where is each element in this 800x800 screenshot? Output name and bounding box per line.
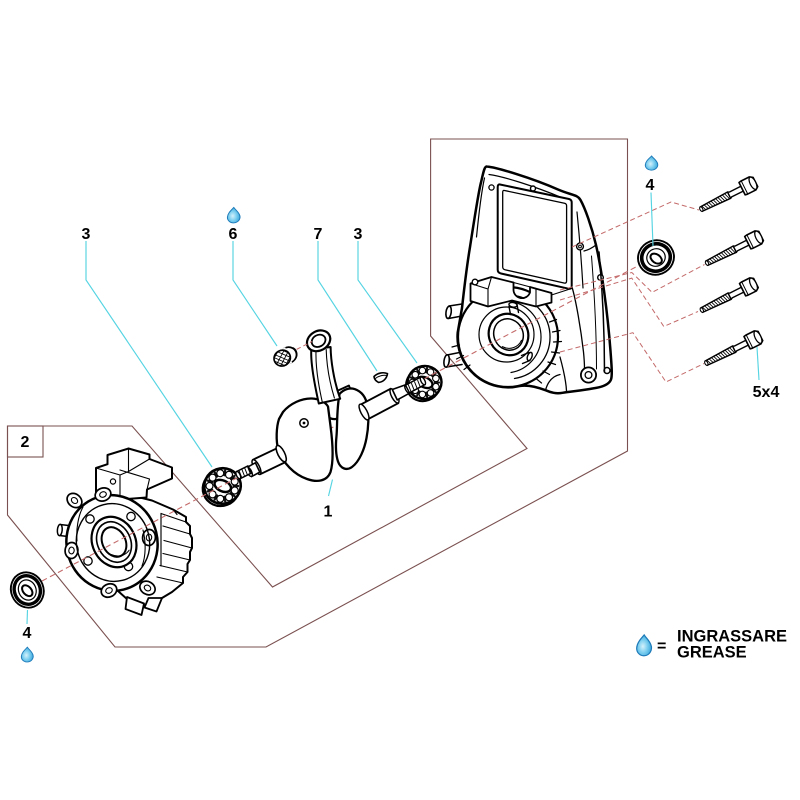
svg-text:INGRASSARE: INGRASSARE bbox=[677, 627, 787, 645]
svg-text:6: 6 bbox=[229, 226, 238, 243]
svg-text:1: 1 bbox=[324, 504, 333, 521]
svg-text:=: = bbox=[657, 638, 666, 655]
svg-text:GREASE: GREASE bbox=[677, 644, 747, 662]
svg-text:7: 7 bbox=[314, 226, 323, 243]
svg-text:5x4: 5x4 bbox=[753, 384, 780, 401]
svg-text:4: 4 bbox=[646, 177, 655, 194]
svg-text:2: 2 bbox=[21, 434, 30, 451]
svg-text:3: 3 bbox=[354, 226, 363, 243]
svg-text:4: 4 bbox=[23, 625, 32, 642]
svg-text:3: 3 bbox=[82, 226, 91, 243]
